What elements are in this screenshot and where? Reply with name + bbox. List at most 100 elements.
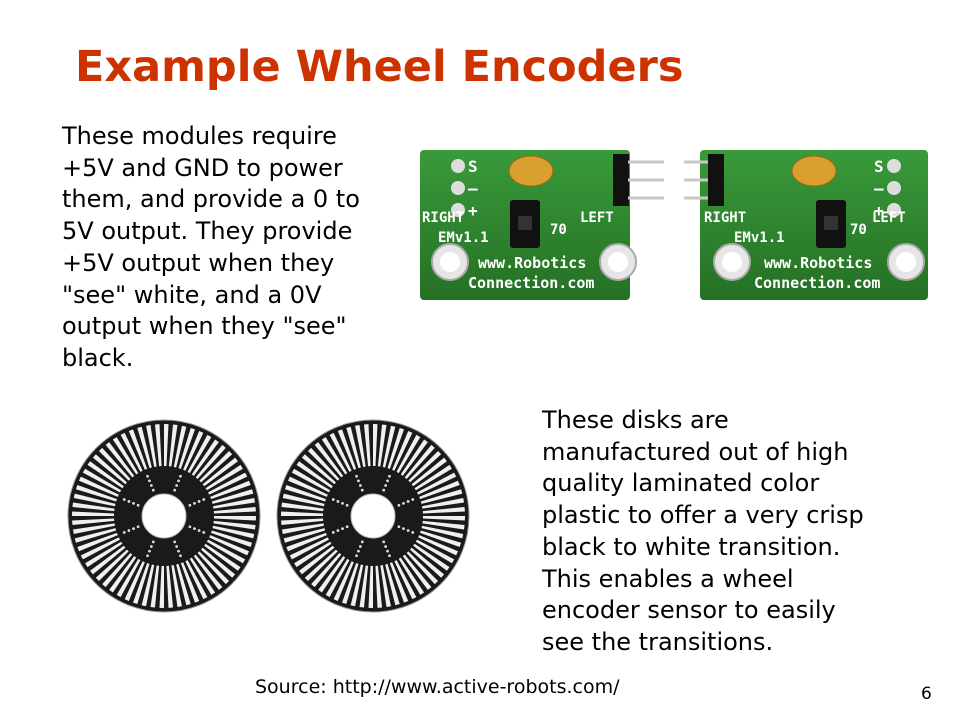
text-line: see the transitions. <box>542 627 774 656</box>
disk-stripe <box>146 424 157 467</box>
disk-stripe <box>95 549 129 582</box>
disk-stripe <box>413 543 450 571</box>
disk-stripe <box>408 450 442 483</box>
disk-stripe <box>414 464 452 491</box>
disk-stripe <box>382 425 396 468</box>
disk-dot <box>358 484 362 487</box>
disk-dot <box>345 503 349 507</box>
disk-dot <box>397 503 401 507</box>
text-line: +5V output when they <box>62 248 335 277</box>
disk-stripe <box>377 424 387 467</box>
disk-stripe <box>166 565 174 608</box>
disk-stripe <box>380 565 391 608</box>
disk-stripe <box>137 426 152 469</box>
disk-stripe <box>355 424 366 467</box>
disk-stripe <box>189 557 216 595</box>
disk-stripe <box>420 489 463 504</box>
disk-stripe <box>422 506 465 514</box>
disk-dot <box>151 540 155 544</box>
chip-label: 70 <box>550 222 567 238</box>
disk-stripe <box>281 518 324 526</box>
disk-stripe <box>346 426 361 469</box>
disk-stripe <box>342 563 359 605</box>
disk-dot <box>388 554 391 558</box>
disk-stripe <box>72 502 115 512</box>
disk-stripe <box>183 431 204 471</box>
disk-dot <box>341 527 344 531</box>
text-line: These modules require <box>62 122 337 150</box>
disk-dot <box>411 498 415 501</box>
encoder-board-1: S – + RIGHT LEFT EMv1.1 70 www.Robotics … <box>420 150 664 300</box>
disk-dot <box>177 549 180 553</box>
disk-stripe <box>199 450 233 483</box>
disk-dot <box>175 545 179 548</box>
text-line: quality laminated color <box>542 469 820 498</box>
disk-stripe <box>206 539 246 564</box>
disk-dot <box>331 498 335 501</box>
disk-stripe <box>213 520 256 530</box>
disk-stripe <box>329 432 352 472</box>
disk-stripe <box>159 565 164 608</box>
disk-stripe <box>128 429 148 470</box>
disk-stripe <box>210 480 251 500</box>
disk-stripe <box>79 476 119 497</box>
disk-stripe <box>213 506 256 514</box>
disk-stripe <box>394 560 417 600</box>
disk-stripe <box>418 535 458 556</box>
pin-label: + <box>874 201 884 220</box>
disk-dot <box>188 503 192 507</box>
disk-stripe <box>422 520 465 530</box>
disk-stripe <box>420 530 462 547</box>
disk-stripe <box>282 493 325 507</box>
disk-stripe <box>211 530 253 547</box>
disk-stripe <box>415 539 455 564</box>
disk-dot <box>146 474 149 478</box>
disk-dot <box>345 525 349 529</box>
disk-stripe <box>299 545 335 575</box>
disk-dot <box>197 500 201 503</box>
disk-stripe <box>171 565 182 608</box>
disk-stripe <box>318 556 346 593</box>
disk-dot <box>148 479 151 483</box>
disk-stripe <box>173 425 187 468</box>
disk-stripe <box>417 472 457 495</box>
disk-stripe <box>185 560 208 600</box>
disk-stripe <box>398 557 425 595</box>
disk-dot <box>173 540 177 544</box>
text-line: output when they "see" <box>62 312 347 341</box>
url-label: www.Robotics <box>764 254 872 272</box>
disk-stripe <box>176 563 191 606</box>
disk-dot <box>179 474 182 478</box>
disk-dot <box>384 545 388 548</box>
disk-dot <box>193 527 196 531</box>
disk-dot <box>127 500 131 503</box>
disk-dot <box>411 531 415 534</box>
disk-stripe <box>422 516 465 521</box>
disk-stripe <box>373 424 378 467</box>
disk-stripe <box>396 434 421 474</box>
pin-label: – <box>874 179 884 198</box>
text-line: This enables a wheel <box>542 564 794 593</box>
disk-stripe <box>284 485 326 502</box>
url-label: Connection.com <box>468 274 594 292</box>
disk-stripe <box>337 429 357 470</box>
disk-dot <box>360 540 364 544</box>
disk-stripe <box>311 553 342 588</box>
disk-stripe <box>286 532 327 552</box>
disk-stripe <box>116 558 141 598</box>
disk-dot <box>386 479 389 483</box>
disk-dot <box>355 474 358 478</box>
disk-stripe <box>359 565 369 608</box>
encoder-disk-2 <box>276 419 470 613</box>
disk-dot <box>388 474 391 478</box>
disk-stripe <box>168 424 178 467</box>
pin-label: + <box>468 201 478 220</box>
disk-dot <box>127 529 131 532</box>
disk-stripe <box>133 563 150 605</box>
disk-dot <box>151 488 155 492</box>
disk-dot <box>136 503 140 507</box>
text-line: plastic to offer a very crisp <box>542 501 864 530</box>
text-line: black. <box>62 343 134 372</box>
disk-dot <box>132 527 135 531</box>
disk-dot <box>406 529 410 532</box>
